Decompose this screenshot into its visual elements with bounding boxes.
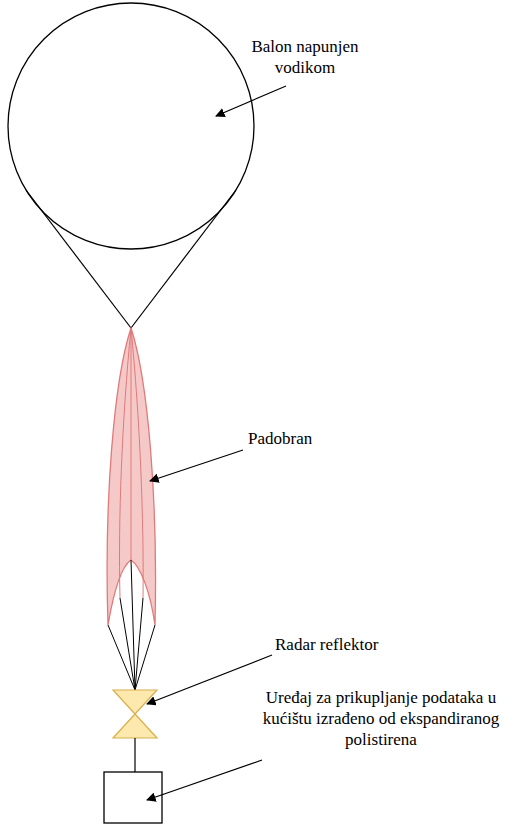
- rigging-line: [131, 190, 236, 328]
- balloon: [8, 3, 254, 249]
- callout-label-box: Uređaj za prikupljanje podataka u kućišt…: [250, 687, 512, 750]
- callout-label: Balon napunjen vodikom: [245, 36, 365, 78]
- callout-label: Padobran: [248, 428, 358, 449]
- tether-line: [134, 738, 135, 772]
- callout-label-box: Radar reflektor: [275, 634, 425, 655]
- shroud-lines: [108, 560, 155, 690]
- rigging-line: [26, 190, 131, 328]
- callout-label: Uređaj za prikupljanje podataka u kućišt…: [250, 687, 512, 750]
- callout-label: Radar reflektor: [275, 634, 425, 655]
- callout-label-box: Padobran: [248, 428, 358, 449]
- radar-reflector: [113, 690, 157, 738]
- callout-label-box: Balon napunjen vodikom: [245, 36, 365, 78]
